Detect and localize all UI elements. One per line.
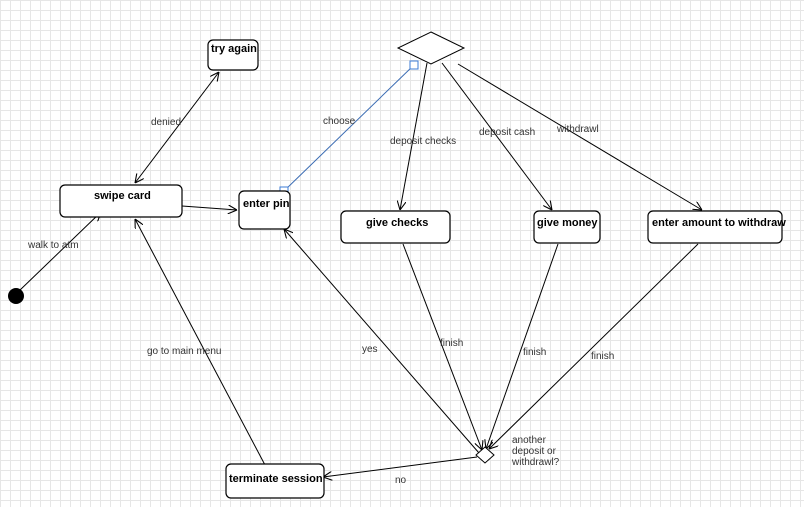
- edge-labels: walk to atm denied choose deposit checks…: [27, 116, 614, 486]
- edge-swipe-to-pin[interactable]: [181, 206, 237, 210]
- edge-choose[interactable]: [283, 64, 415, 192]
- state-box-give-money[interactable]: [533, 210, 601, 244]
- label-no: no: [395, 475, 407, 486]
- label-withdrawl: withdrawl: [556, 124, 599, 135]
- state-box-enter-pin[interactable]: [238, 190, 291, 230]
- choice-decision-node[interactable]: [396, 31, 466, 65]
- label-decision-line-2: deposit or: [512, 446, 557, 457]
- state-try-again[interactable]: try again: [207, 39, 259, 71]
- edge-handle-end[interactable]: [409, 60, 419, 70]
- state-give-checks[interactable]: give checks: [340, 210, 451, 244]
- edge-finish-checks[interactable]: [402, 243, 482, 450]
- state-enter-amount-to-withdraw[interactable]: enter amount to withdraw: [647, 210, 786, 244]
- state-enter-pin[interactable]: enter pin: [238, 190, 291, 230]
- label-finish-withdraw: finish: [591, 351, 614, 362]
- state-label-enter-amount-to-withdraw: enter amount to withdraw: [652, 217, 786, 229]
- state-give-money[interactable]: give money: [533, 210, 601, 244]
- label-deposit-cash: deposit cash: [479, 127, 535, 138]
- label-decision-line-3: withdrawl?: [511, 457, 560, 468]
- state-label-give-checks: give checks: [366, 217, 428, 229]
- edge-denied[interactable]: [135, 72, 219, 183]
- edge-finish-withdraw[interactable]: [489, 243, 699, 449]
- state-label-terminate-session: terminate session: [229, 473, 323, 485]
- label-deposit-checks: deposit checks: [390, 136, 456, 147]
- label-choose: choose: [323, 116, 356, 127]
- edge-deposit-checks[interactable]: [400, 62, 428, 210]
- state-label-try-again: try again: [211, 43, 257, 55]
- state-label-enter-pin: enter pin: [243, 198, 290, 210]
- state-label-swipe-card: swipe card: [94, 190, 151, 202]
- state-label-give-money: give money: [537, 217, 598, 229]
- state-box-give-checks[interactable]: [340, 210, 451, 244]
- edge-withdrawl[interactable]: [457, 63, 702, 210]
- edge-walk-to-atm[interactable]: [18, 212, 101, 292]
- state-box-swipe-card[interactable]: [59, 184, 183, 218]
- label-decision-line-1: another: [512, 435, 547, 446]
- edge-yes[interactable]: [284, 229, 480, 454]
- state-box-enter-amount-to-withdraw[interactable]: [647, 210, 783, 244]
- state-swipe-card[interactable]: swipe card: [59, 184, 183, 218]
- edge-deposit-cash[interactable]: [441, 62, 552, 210]
- initial-node[interactable]: [8, 288, 24, 304]
- label-finish-checks: finish: [440, 338, 463, 349]
- edge-finish-money[interactable]: [486, 243, 559, 449]
- state-box-terminate-session[interactable]: [225, 463, 325, 499]
- state-terminate-session[interactable]: terminate session: [225, 463, 325, 499]
- label-denied: denied: [151, 117, 181, 128]
- state-box-try-again[interactable]: [207, 39, 259, 71]
- edge-go-to-main-menu[interactable]: [135, 219, 266, 466]
- label-walk-to-atm: walk to atm: [27, 240, 79, 251]
- edge-no[interactable]: [323, 456, 478, 477]
- label-go-to-main-menu: go to main menu: [147, 346, 222, 357]
- another-transaction-decision-node[interactable]: [475, 446, 495, 464]
- label-finish-money: finish: [523, 347, 546, 358]
- edges: [18, 62, 702, 477]
- label-yes: yes: [362, 344, 378, 355]
